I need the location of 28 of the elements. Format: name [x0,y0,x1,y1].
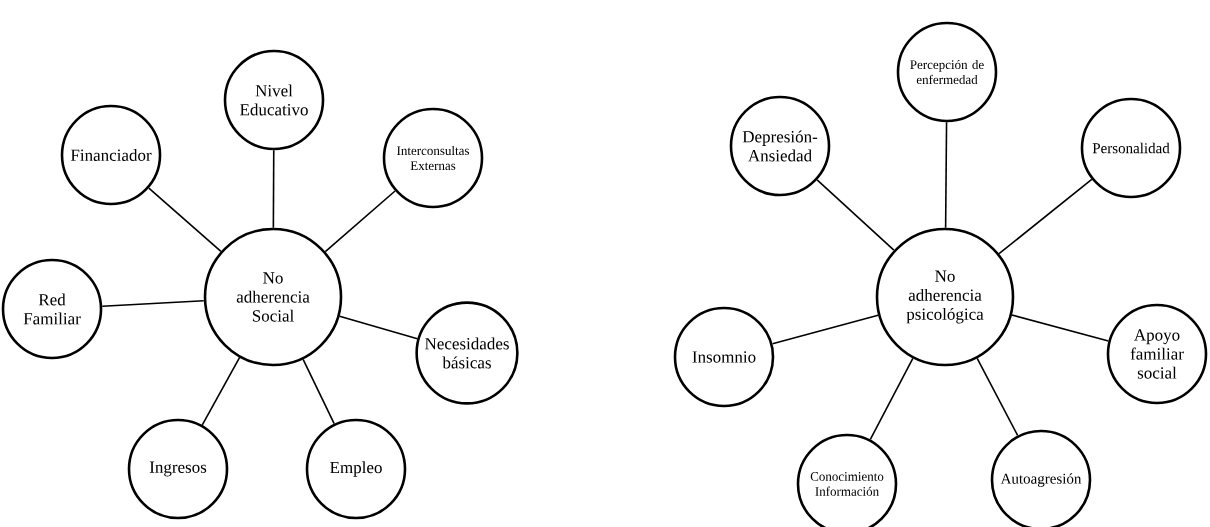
circle-node: Interconsultas Externas [382,107,484,209]
circle-node: Depresión-Ansiedad [729,95,831,197]
circle-node: No adherencia psicológica [875,227,1015,367]
circle-node: Empleo [305,418,407,520]
connector-line [816,179,895,251]
connector-line [771,314,879,345]
connector-line [338,315,419,340]
circle-node: No adherencia Social [203,227,343,367]
circle-node: Necesidades básicas [415,301,519,405]
connector-line [944,121,948,229]
connector-line [1011,314,1110,342]
circle-node: Insomnio [673,306,775,408]
connector-line [324,190,396,253]
connector-line [201,356,241,426]
connector-line [869,357,914,441]
circle-node: Apoyo familiar social [1106,303,1208,405]
circle-node: Red Familiar [1,258,103,360]
circle-node: Ingresos [127,418,229,520]
connector-line [976,357,1019,437]
circle-node: Percepción de enfermedad [896,21,998,123]
circle-node: Financiador [60,104,162,206]
connector-line [148,187,222,253]
circle-node: Nivel Educativo [223,49,325,151]
connector-line [302,358,335,425]
connector-line [998,178,1093,255]
connector-line [272,149,275,229]
connector-line [101,299,205,308]
circle-node: Personalidad [1080,97,1182,199]
